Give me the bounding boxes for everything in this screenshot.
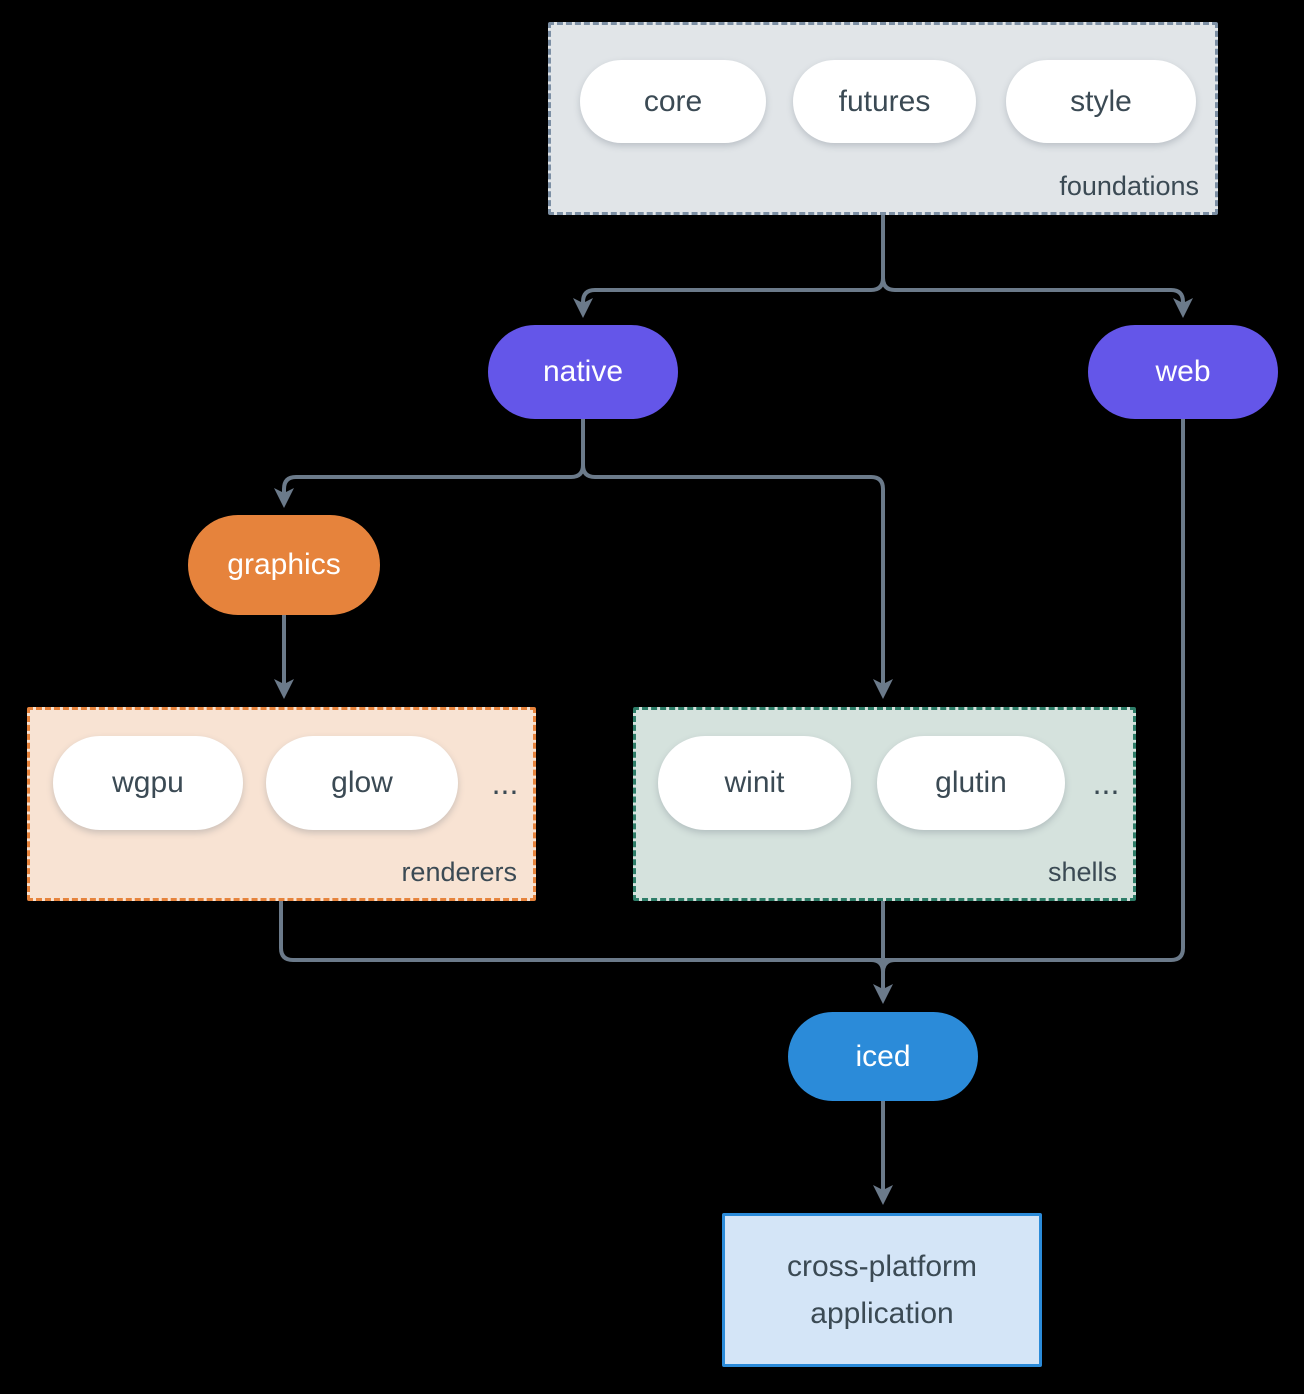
edge-foundations-web [881, 215, 1193, 318]
group-renderers: wgpu glow ... renderers [27, 707, 536, 901]
shells-ellipsis: ... [1092, 764, 1120, 801]
edge-web-merge [883, 419, 1185, 962]
edge-foundations-native [573, 215, 885, 318]
node-graphics: graphics [188, 515, 380, 615]
group-foundations-label: foundations [1059, 171, 1199, 201]
node-wgpu: wgpu [53, 736, 243, 830]
group-renderers-label: renderers [401, 857, 517, 887]
renderers-ellipsis: ... [491, 764, 519, 801]
edge-native-graphics [274, 419, 585, 508]
group-foundations: core futures style foundations [548, 22, 1218, 215]
node-iced: iced [788, 1012, 978, 1101]
node-style: style [1006, 60, 1196, 143]
node-core: core [580, 60, 766, 143]
node-glow: glow [266, 736, 458, 830]
node-winit: winit [658, 736, 851, 830]
edge-native-shells [581, 419, 893, 699]
edge-renderers-merge [279, 901, 883, 962]
node-futures: futures [793, 60, 976, 143]
node-glutin: glutin [877, 736, 1065, 830]
node-native: native [488, 325, 678, 419]
node-web: web [1088, 325, 1278, 419]
group-shells-label: shells [1047, 857, 1117, 887]
node-cross-platform-application: cross-platform application [722, 1213, 1042, 1367]
group-shells: winit glutin ... shells [633, 707, 1136, 901]
